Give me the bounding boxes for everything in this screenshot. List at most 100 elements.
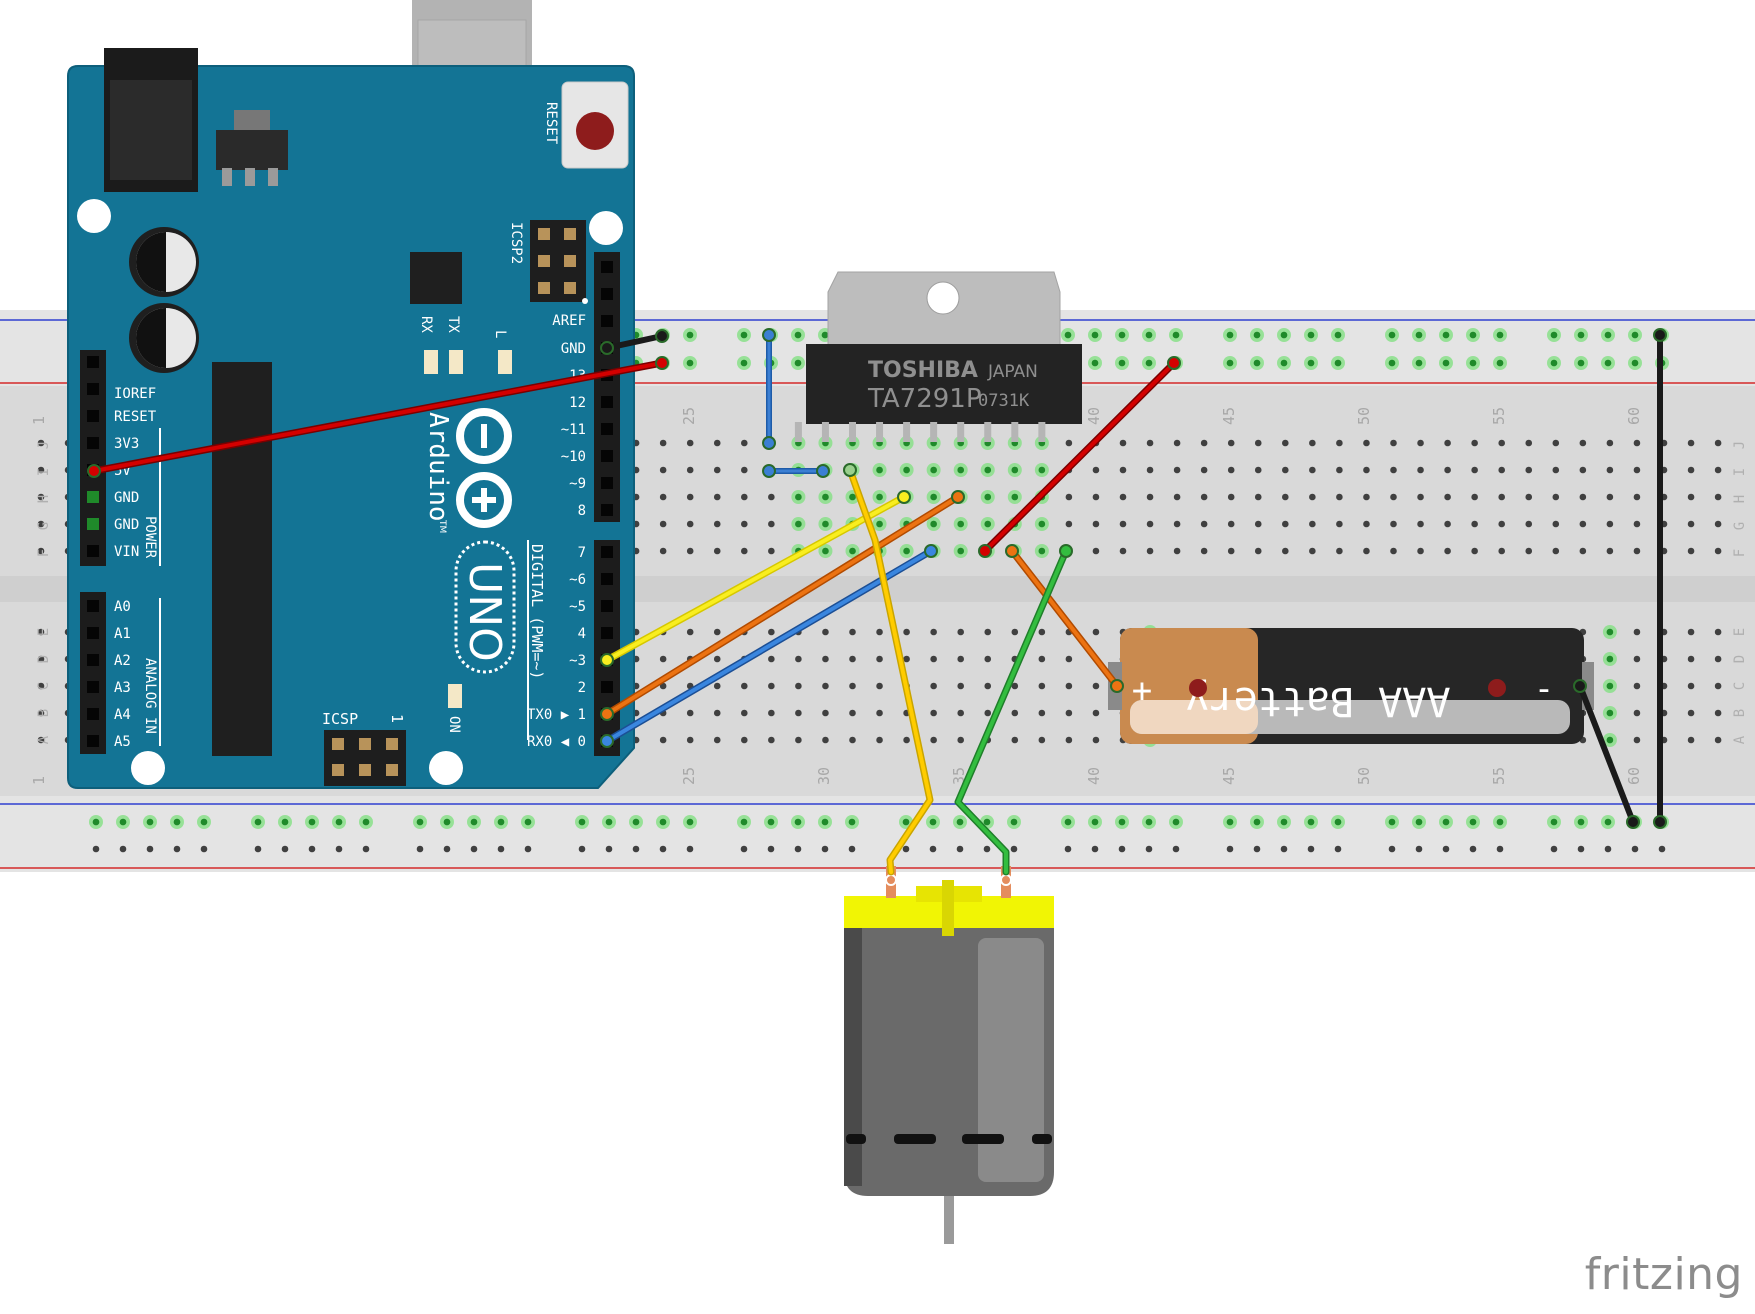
connected-hole <box>956 818 964 826</box>
breadboard-hole <box>1687 709 1695 717</box>
power-rail-hole <box>578 845 586 853</box>
connected-hole <box>1091 331 1099 339</box>
connected-hole <box>740 818 748 826</box>
wire-endpoint <box>600 341 614 355</box>
connected-hole <box>1496 818 1504 826</box>
column-number: 1 <box>30 776 48 785</box>
rx-label: RX <box>418 316 434 333</box>
breadboard-hole <box>713 493 721 501</box>
connected-hole <box>1606 628 1614 636</box>
breadboard-hole <box>1065 493 1073 501</box>
breadboard-hole <box>741 547 748 555</box>
battery-dot <box>1488 679 1506 697</box>
breadboard-hole <box>1092 628 1100 636</box>
breadboard-hole <box>1417 520 1424 528</box>
connected-hole <box>1442 359 1450 367</box>
digital-pin-label: RX0 ◀ 0 <box>527 734 586 750</box>
icsp-label: ICSP <box>322 710 358 728</box>
breadboard-hole <box>741 709 748 717</box>
motor-shadow <box>844 924 862 1186</box>
power-rail-hole <box>1010 845 1018 853</box>
on-led <box>448 684 462 708</box>
breadboard-hole <box>1444 493 1451 501</box>
breadboard-hole <box>1633 709 1641 717</box>
digital-pin-label: 7 <box>578 545 586 561</box>
connected-hole <box>957 547 964 555</box>
breadboard-hole <box>1254 493 1262 501</box>
connected-hole <box>1631 359 1639 367</box>
row-letter-left: J <box>36 441 52 449</box>
connected-hole <box>308 818 316 826</box>
breadboard-hole <box>1092 736 1100 744</box>
power-rail-hole <box>335 845 343 853</box>
breadboard-hole <box>659 736 667 744</box>
connected-hole <box>1010 818 1018 826</box>
breadboard-hole <box>741 736 748 744</box>
mounting-hole <box>77 199 111 233</box>
motor-slot <box>1032 1134 1052 1144</box>
breadboard-hole <box>1417 547 1424 555</box>
digital-pin-label: 8 <box>578 503 586 519</box>
breadboard-hole <box>822 736 829 744</box>
breadboard-hole <box>1633 736 1641 744</box>
connected-hole <box>876 466 883 474</box>
wire-endpoint <box>897 490 911 504</box>
row-letter-left: H <box>36 495 52 503</box>
breadboard-hole <box>1065 682 1073 690</box>
breadboard-hole <box>1038 628 1046 636</box>
breadboard-hole <box>1119 493 1127 501</box>
arduino-logo <box>456 472 512 528</box>
heatsink-hole <box>926 281 960 315</box>
breadboard-hole <box>849 709 856 717</box>
wire-endpoint <box>1110 679 1124 693</box>
row-letter-left: A <box>36 735 52 744</box>
breadboard-hole <box>795 736 802 744</box>
connected-hole <box>1091 818 1099 826</box>
breadboard-hole <box>957 628 964 636</box>
reset-button-cap[interactable] <box>576 112 614 150</box>
power-rail-hole <box>1118 845 1126 853</box>
connected-hole <box>1145 818 1153 826</box>
breadboard-hole <box>768 520 775 528</box>
column-number: 60 <box>1625 767 1643 785</box>
column-number: 55 <box>1490 407 1508 425</box>
capacitor-stripe <box>136 232 166 292</box>
motor-shaft <box>944 1180 954 1244</box>
wire-endpoint <box>600 707 614 721</box>
breadboard-hole <box>876 736 883 744</box>
connected-hole <box>822 520 829 528</box>
connected-hole <box>957 520 964 528</box>
motor-slot <box>962 1134 1004 1144</box>
connected-hole <box>1415 818 1423 826</box>
power-rail-hole <box>686 845 694 853</box>
motor-panel <box>978 938 1044 1182</box>
breadboard-hole <box>1606 547 1614 555</box>
wire-endpoint <box>978 544 992 558</box>
ic-brand: TOSHIBA <box>868 358 978 383</box>
wire-endpoint <box>1059 544 1073 558</box>
power-pin-label: IOREF <box>114 386 156 402</box>
row-letter-right: A <box>1732 735 1748 744</box>
breadboard-hole <box>984 628 992 636</box>
battery-copper-highlight <box>1130 700 1258 734</box>
breadboard-hole <box>1714 547 1722 555</box>
breadboard-hole <box>686 493 694 501</box>
connected-hole <box>903 466 910 474</box>
dc-jack-inner <box>110 80 192 180</box>
ic-pins <box>794 422 1046 442</box>
connected-hole <box>1604 818 1612 826</box>
breadboard-hole <box>795 655 802 663</box>
row-letter-right: C <box>1732 682 1748 690</box>
breadboard-hole <box>1687 493 1695 501</box>
power-rail-hole <box>1631 845 1639 853</box>
connected-hole <box>1064 818 1072 826</box>
header-socket <box>601 423 613 435</box>
wire-endpoint <box>816 464 830 478</box>
breadboard-hole <box>1444 520 1451 528</box>
power-rail-hole <box>1469 845 1477 853</box>
breadboard-hole <box>1092 466 1100 474</box>
on-label: ON <box>446 716 462 733</box>
icsp-header <box>324 730 406 786</box>
breadboard-hole <box>1714 709 1722 717</box>
breadboard-hole <box>37 682 45 690</box>
